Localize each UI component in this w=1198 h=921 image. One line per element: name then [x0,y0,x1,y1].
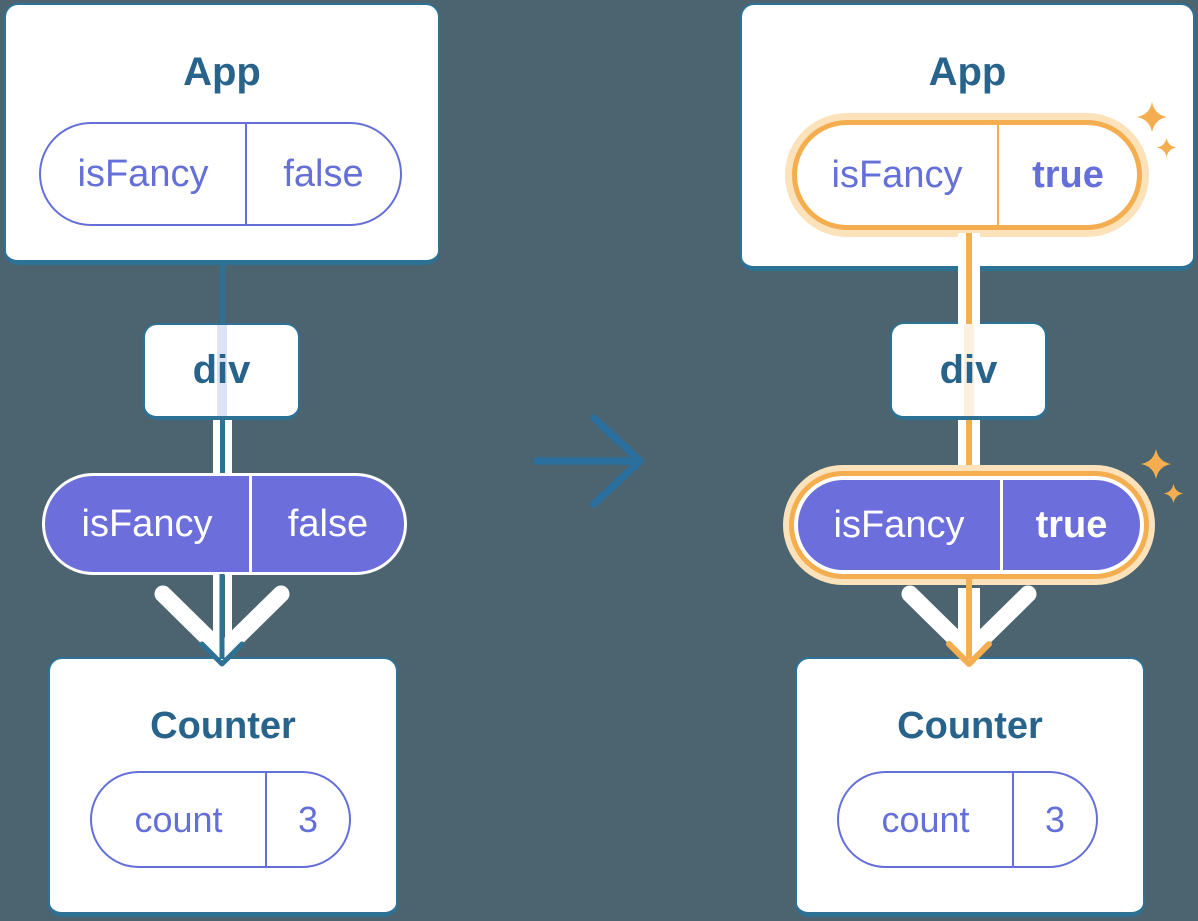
left-counter-title: Counter [150,705,296,747]
right-prop-line-white [958,418,966,470]
left-app-prop-pill: isFancy false [39,122,402,226]
left-counter-box: Counter count 3 [48,657,398,917]
sparkle-icon [1140,448,1172,480]
right-div-label: div [939,347,998,392]
state-name-cell: count [881,798,970,840]
right-prop-line-white [972,418,980,470]
prop-name-cell: isFancy [81,502,213,545]
right-prop-line-core [966,233,972,324]
right-counter-box: Counter count 3 [795,657,1145,917]
right-passed-prop-pill: isFancy true [794,476,1144,574]
right-app-box: App isFancy true [740,3,1195,271]
left-app-title: App [183,50,261,94]
sparkle-icon [1163,483,1184,504]
sparkle-icon [1156,137,1177,158]
down-arrow-icon [901,576,1037,667]
right-app-prop-pill: isFancy true [792,120,1142,230]
prop-name-cell: isFancy [77,152,209,195]
prop-value-cell: true [1000,480,1140,570]
sparkle-icon [1136,101,1168,133]
left-prop-line-white [225,573,232,643]
left-prop-line-white [225,418,232,478]
state-name-cell: count [134,798,223,840]
down-arrow-icon [154,574,290,667]
prop-name-cell: isFancy [833,503,965,546]
left-app-box: App isFancy false [4,3,440,265]
left-prop-line-white [213,573,220,643]
left-app-to-div-connector [219,262,225,326]
state-value-cell: 3 [1012,773,1096,866]
right-prop-line-white [958,588,966,643]
right-counter-state-pill: count 3 [837,771,1098,868]
right-div-box: div [890,322,1047,420]
right-prop-line-white [958,233,966,324]
prop-value-cell: false [245,124,400,224]
right-counter-title: Counter [897,705,1043,747]
left-div-box: div [143,323,300,420]
right-prop-line-white [972,588,980,643]
left-prop-line-white [213,418,220,478]
right-prop-line-core [966,418,972,470]
left-passed-prop-pill: isFancy false [42,473,407,575]
prop-value-cell: false [249,476,404,572]
transition-arrow-icon [533,414,644,508]
left-counter-state-pill: count 3 [90,771,351,868]
right-prop-line-white [972,233,980,324]
left-div-label: div [192,348,251,392]
prop-value-cell: true [997,125,1137,225]
left-div-pass-line [216,325,227,416]
state-value-cell: 3 [265,773,349,866]
right-app-title: App [928,50,1007,94]
right-div-pass-line [963,324,974,416]
prop-name-cell: isFancy [831,153,963,196]
left-prop-line-core [220,418,225,478]
